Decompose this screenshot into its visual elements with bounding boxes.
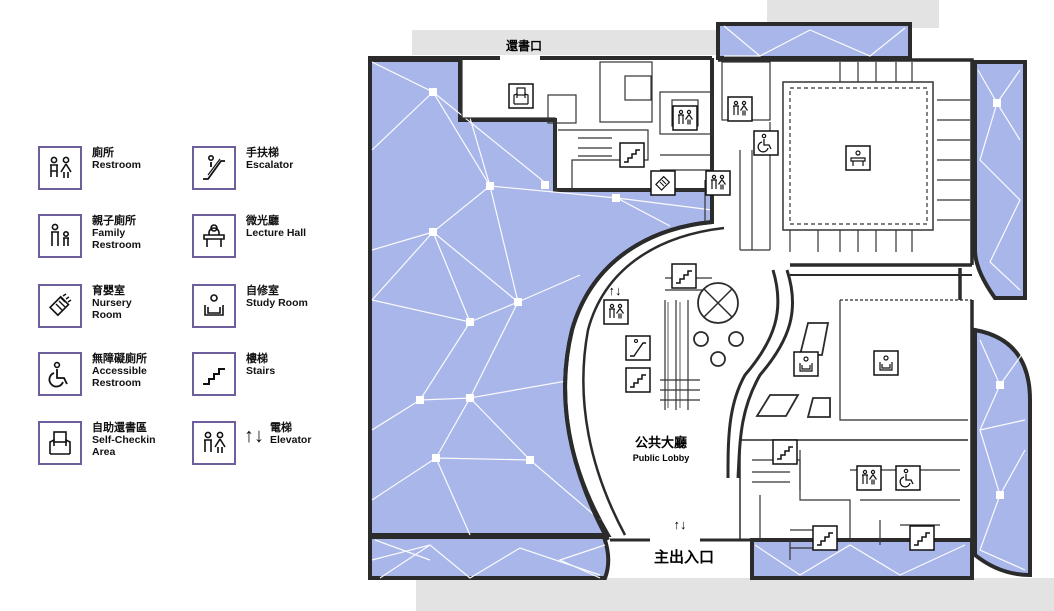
wheelchair-icon[interactable]	[753, 130, 779, 156]
display-table	[755, 394, 800, 417]
nursery-icon[interactable]	[650, 170, 676, 196]
self-checkin-icon	[49, 431, 71, 455]
public-lobby-zh-label: 公共大廳	[635, 435, 687, 450]
stairs-icon[interactable]	[772, 439, 798, 465]
legend-nursery-zh: 育嬰室	[92, 285, 125, 297]
stairs-icon[interactable]	[625, 367, 651, 393]
legend-accessible-en2: Restroom	[92, 377, 142, 389]
legend-study-en: Study Room	[246, 297, 308, 309]
legend-family-en2: Restroom	[92, 239, 142, 251]
east-courtyard	[973, 327, 1032, 578]
elevator-icon[interactable]	[603, 299, 629, 325]
elevator-icon	[204, 431, 226, 453]
legend-study-zh: 自修室	[246, 285, 279, 297]
stairs-icon	[203, 368, 225, 385]
restroom-icon[interactable]	[856, 465, 882, 491]
family-restroom-icon	[51, 223, 69, 246]
legend-lecture-zh: 微光廳	[246, 215, 279, 227]
main-entrance-label: 主出入口	[654, 548, 714, 566]
south-courtyard	[750, 538, 974, 580]
legend-escalator-en: Escalator	[246, 159, 294, 171]
stairs-icon[interactable]	[812, 525, 838, 551]
legend-stairs-zh: 樓梯	[246, 353, 268, 365]
legend-family-en1: Family	[92, 227, 126, 239]
restroom-icon[interactable]	[727, 96, 753, 122]
courtyard-nodes	[416, 88, 1004, 499]
study-room-icon	[204, 294, 224, 316]
legend-elevator-en: Elevator	[270, 434, 312, 446]
legend-escalator-zh: 手扶梯	[246, 147, 279, 159]
southwest-courtyard	[368, 535, 611, 580]
stairs-icon[interactable]	[671, 263, 697, 289]
legend-nursery-en1: Nursery	[92, 297, 132, 309]
escalator-icon	[203, 155, 225, 180]
elevator-arrows-label: ↑↓	[609, 283, 622, 298]
legend-elevator-zh: 電梯	[270, 422, 292, 434]
openings	[500, 55, 700, 543]
legend-nursery-en2: Room	[92, 309, 122, 321]
legend-accessible-zh: 無障礙廁所	[92, 353, 147, 365]
elevator-arrows-icon: ↑↓	[244, 425, 264, 447]
lecture-hall-icon[interactable]	[845, 145, 871, 171]
legend-self-checkin-zh: 自助還書區	[92, 422, 147, 434]
legend-self-checkin-en1: Self-Checkin	[92, 434, 156, 446]
self-checkin-icon[interactable]	[508, 83, 534, 109]
book-return-label: 還書口	[506, 38, 542, 53]
column	[728, 331, 744, 347]
display-table	[806, 397, 831, 418]
west-courtyard	[368, 58, 714, 537]
column	[693, 331, 709, 347]
legend-self-checkin-en2: Area	[92, 446, 116, 458]
stairs-icon[interactable]	[619, 142, 645, 168]
nursery-icon	[48, 293, 72, 317]
display-table	[798, 322, 830, 356]
legend-family-zh: 親子廁所	[92, 215, 136, 227]
lecture-hall-icon	[203, 224, 225, 247]
building-walls	[368, 56, 974, 542]
lobby-features	[693, 282, 831, 418]
north-courtyard	[716, 22, 912, 60]
wheelchair-icon[interactable]	[895, 465, 921, 491]
escalator-icon[interactable]	[625, 335, 651, 361]
public-lobby-en-label: Public Lobby	[633, 453, 690, 463]
legend-lecture-en: Lecture Hall	[246, 227, 307, 239]
study-room-icon[interactable]	[873, 350, 899, 376]
entrance-elevator-arrows: ↑↓	[674, 517, 687, 532]
legend-stairs-en: Stairs	[246, 365, 276, 377]
outer-ground	[412, 0, 1054, 611]
legend-restroom-zh: 廁所	[92, 147, 114, 159]
legend-restroom-en: Restroom	[92, 159, 142, 171]
legend-accessible-en1: Accessible	[92, 365, 147, 377]
wheelchair-icon	[48, 361, 68, 388]
column	[710, 351, 726, 367]
study-room-icon[interactable]	[793, 351, 819, 377]
restroom-icon	[50, 156, 72, 178]
stairs-icon[interactable]	[909, 525, 935, 551]
elevator-icon[interactable]	[672, 105, 698, 131]
restroom-icon[interactable]	[705, 170, 731, 196]
